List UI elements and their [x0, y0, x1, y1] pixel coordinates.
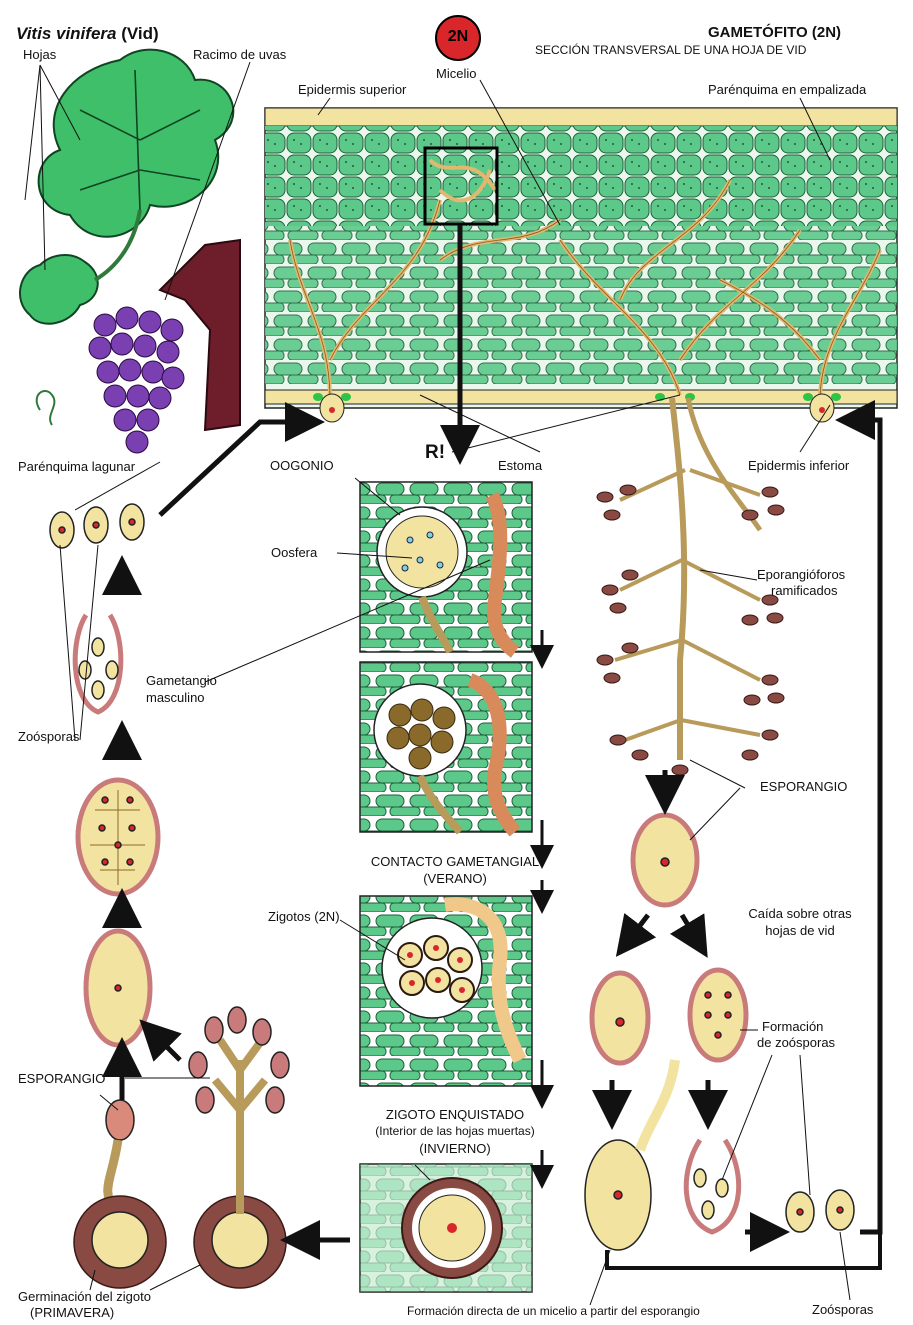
- label-estoma: Estoma: [498, 459, 542, 473]
- species-title: Vitis vinifera (Vid): [16, 25, 159, 43]
- species-italic: Vitis vinifera: [16, 24, 116, 43]
- zoospores-top-left: [50, 504, 144, 548]
- label-contacto-2: (VERANO): [350, 872, 560, 886]
- label-parenquima-lagunar: Parénquima lagunar: [18, 460, 135, 474]
- zygotes-panel: [360, 896, 532, 1086]
- leaf-cross-section: [265, 108, 897, 422]
- encysted-zygote-panel: [360, 1164, 532, 1292]
- phase-title: GAMETÓFITO (2N): [708, 25, 841, 41]
- grapevine-illustration: [20, 50, 250, 453]
- label-caida-2: hojas de vid: [720, 924, 880, 938]
- gametangial-contact-panel: [360, 662, 532, 832]
- label-contacto-1: CONTACTO GAMETANGIAL: [350, 855, 560, 869]
- label-germinacion-1: Germinación del zigoto: [18, 1290, 151, 1304]
- label-enquistado-1: ZIGOTO ENQUISTADO: [340, 1108, 570, 1122]
- label-esporangioforos-2: ramificados: [771, 584, 837, 598]
- label-esporangio-right: ESPORANGIO: [760, 780, 847, 794]
- label-oogonio: OOGONIO: [270, 459, 334, 473]
- label-gametangio-1: Gametangio: [146, 674, 217, 688]
- label-formacion-1: Formación: [762, 1020, 823, 1034]
- label-meiosis: R!: [425, 443, 445, 463]
- species-rest: (Vid): [116, 24, 158, 43]
- label-zoosporas-bottom: Zoósporas: [812, 1303, 873, 1317]
- label-esporangioforos-1: Eporangióforos: [757, 568, 845, 582]
- grape-cluster: [89, 307, 184, 453]
- sporangiophores: [597, 398, 784, 775]
- label-enquistado-2: (Interior de las hojas muertas): [340, 1125, 570, 1138]
- label-germinacion-2: (PRIMAVERA): [30, 1306, 114, 1320]
- label-enquistado-3: (INVIERNO): [340, 1142, 570, 1156]
- phase-subtitle: SECCIÓN TRANSVERSAL DE UNA HOJA DE VID: [535, 44, 806, 57]
- oogonium-panel: [360, 482, 532, 652]
- label-hojas: Hojas: [23, 48, 56, 62]
- label-racimo: Racimo de uvas: [193, 48, 286, 62]
- label-esporangio-left: ESPORANGIO: [18, 1072, 105, 1086]
- label-caida-1: Caída sobre otras: [720, 907, 880, 921]
- label-zigotos: Zigotos (2N): [268, 910, 340, 924]
- label-oosfera: Oosfera: [271, 546, 317, 560]
- label-epidermis-inferior: Epidermis inferior: [748, 459, 849, 473]
- label-micelio: Micelio: [436, 67, 476, 81]
- label-zoosporas-left: Zoósporas: [18, 730, 79, 744]
- label-parenquima-empalizada: Parénquima en empalizada: [708, 83, 866, 97]
- ploidy-badge-text: 2N: [436, 29, 480, 46]
- label-epidermis-superior: Epidermis superior: [298, 83, 406, 97]
- left-cycle-shapes: [50, 504, 289, 1288]
- label-gametangio-2: masculino: [146, 691, 205, 705]
- label-formacion-directa: Formación directa de un micelio a partir…: [407, 1305, 700, 1318]
- label-formacion-2: de zoósporas: [757, 1036, 835, 1050]
